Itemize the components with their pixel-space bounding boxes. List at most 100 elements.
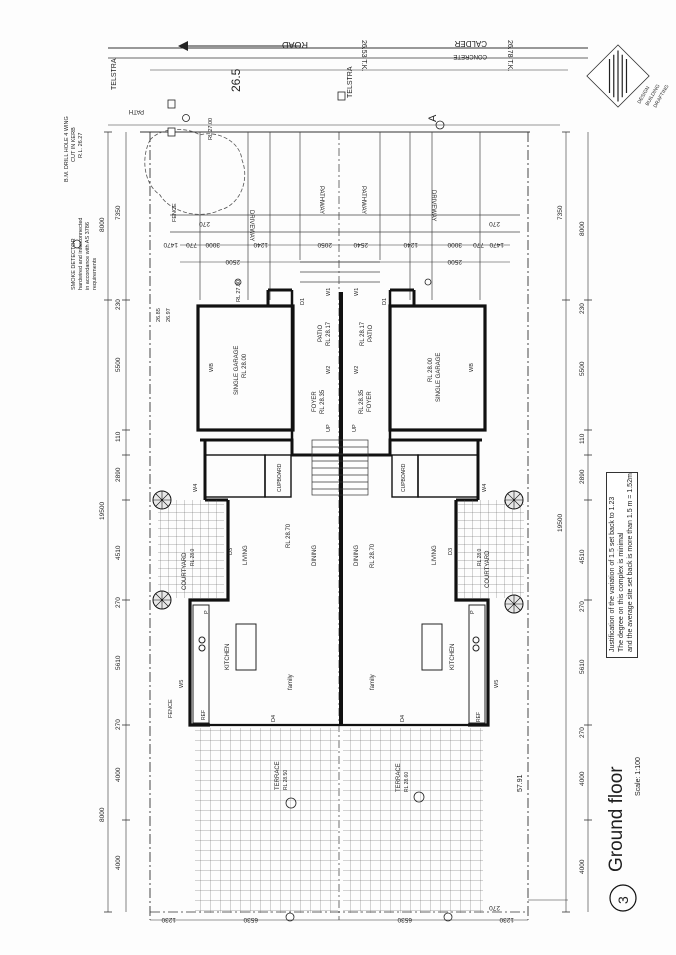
dim-left-9: 5610 bbox=[115, 655, 122, 670]
dim-left-2: 230 bbox=[115, 299, 122, 310]
street-labels: ROAD CALDER CONCRETE TELSTRA TELSTRA PAT… bbox=[111, 39, 513, 114]
right-unit-labels: SINGLE GARAGE RL 28.00 PATIO RL 28.17 FO… bbox=[354, 186, 491, 792]
dim-top-0: 3000 bbox=[205, 241, 220, 248]
right-foyer-rl: RL 28.35 bbox=[359, 389, 365, 414]
left-garage-rl: RL 28.00 bbox=[242, 353, 248, 378]
dim-bottom-3: 1230 bbox=[499, 916, 514, 923]
left-p-mark: P bbox=[204, 610, 210, 614]
left-driveway-label: DRIVEWAY bbox=[248, 210, 254, 241]
dim-bottom-1: 6530 bbox=[243, 916, 258, 923]
bm-note-line-2: CUT IN KERB bbox=[71, 127, 77, 162]
dim-left-13: 4000 bbox=[115, 855, 122, 870]
dim-5791-mark: 57.91 bbox=[517, 774, 524, 792]
dim-right-2: 230 bbox=[579, 303, 586, 314]
dim-right-0: 7350 bbox=[557, 205, 564, 220]
dim-left-8: 270 bbox=[115, 597, 122, 608]
rl-2685-mark: 26.85 bbox=[156, 308, 162, 322]
left-cupboard-label: CUPBOARD bbox=[277, 463, 283, 492]
bottom-dimension-numbers: 1230 6530 6530 1230 270 bbox=[161, 904, 514, 923]
right-patio-label: PATIO bbox=[368, 325, 374, 342]
right-terrace-label: TERRACE bbox=[396, 763, 402, 792]
dim-left-4: 110 bbox=[115, 431, 122, 442]
right-living-rl: RL 28.70 bbox=[370, 543, 376, 568]
left-up-mark: UP bbox=[326, 424, 332, 432]
right-garage-label: SINGLE GARAGE bbox=[436, 353, 442, 402]
left-w5-mark: W5 bbox=[179, 680, 185, 688]
dim-top-12: 270 bbox=[199, 220, 210, 227]
right-family-label: family bbox=[370, 674, 376, 690]
left-notes: B.M. DRILL HOLE 4 WING CUT IN KERB R.L. … bbox=[64, 116, 98, 290]
dim-right-11: 4000 bbox=[579, 771, 586, 786]
right-d4-mark: D4 bbox=[400, 715, 406, 722]
dim-left-1: 8000 bbox=[99, 217, 106, 232]
left-d4-mark: D4 bbox=[271, 715, 277, 722]
path-label: PATH bbox=[129, 108, 144, 114]
right-p-mark: P bbox=[470, 610, 476, 614]
left-living-label: LIVING bbox=[243, 545, 249, 565]
dim-top-8: 2500 bbox=[225, 258, 240, 265]
right-cupboard-label: CUPBOARD bbox=[401, 463, 407, 492]
concrete-label: CONCRETE bbox=[453, 53, 487, 59]
left-garage-label: SINGLE GARAGE bbox=[234, 346, 240, 395]
kitchen-fixtures bbox=[192, 604, 486, 724]
smoke-note-line-2: hardwired and interconnected bbox=[78, 218, 84, 290]
road-arrow bbox=[178, 41, 300, 51]
dim-right-7: 4510 bbox=[579, 549, 586, 564]
dim-right-10: 270 bbox=[579, 727, 586, 738]
right-wb-mark: WB bbox=[469, 363, 475, 372]
right-d1-mark: D1 bbox=[382, 298, 388, 305]
rl-2697-mark: 26.97 bbox=[166, 308, 172, 322]
shrubs bbox=[152, 490, 524, 614]
setback-note-line-3: and the average site set back is more th… bbox=[627, 473, 634, 652]
dim-bottom-2: 6530 bbox=[397, 916, 412, 923]
dim-top-3: 2540 bbox=[353, 241, 368, 248]
left-patio-label: PATIO bbox=[318, 325, 324, 342]
level-main-label: 26.5 bbox=[229, 68, 243, 92]
dim-bottom-0: 1230 bbox=[161, 916, 176, 923]
right-living-label: LIVING bbox=[432, 545, 438, 565]
top-dimension-numbers: 3000 1240 2050 2540 1240 3000 770 1470 2… bbox=[163, 220, 504, 265]
right-pathway-label: PATHWAY bbox=[360, 186, 366, 214]
left-w2-mark: W2 bbox=[326, 366, 332, 374]
smoke-note-line-1: SMOKE DETECTOR bbox=[71, 238, 77, 290]
dim-left-6: 19500 bbox=[99, 502, 106, 520]
left-terrace-rl: RL 28.50 bbox=[283, 770, 289, 790]
sheet-scale: Scale: 1:100 bbox=[635, 757, 642, 796]
driveway-strips bbox=[170, 132, 520, 300]
logo-text: DESIGN BUILDING DRAFTING bbox=[637, 83, 671, 109]
right-courtyard-paving bbox=[458, 500, 524, 598]
bm-note-line-3: R.L. 26.27 bbox=[78, 133, 84, 158]
firm-logo bbox=[586, 44, 650, 108]
level-right-2-label: 26.78 T.K. bbox=[506, 40, 513, 71]
right-w2-mark: W2 bbox=[354, 366, 360, 374]
left-courtyard-paving bbox=[158, 500, 224, 598]
dim-top-2: 2050 bbox=[317, 241, 332, 248]
dim-right-6: 19500 bbox=[557, 514, 564, 532]
right-w4-mark: W4 bbox=[482, 484, 488, 492]
telstra-left-label: TELSTRA bbox=[111, 58, 118, 90]
setback-note-line-2: The degree on this complex is minimal bbox=[618, 532, 625, 652]
left-dimension-numbers: 7350 8000 230 5500 110 2890 19500 4510 2… bbox=[99, 205, 122, 870]
smoke-note-line-4: requirements bbox=[92, 258, 98, 290]
title-block: 3 Ground floor Scale: 1:100 bbox=[606, 757, 642, 912]
dimension-lines bbox=[107, 132, 589, 921]
right-dimension-numbers: 7350 8000 230 5500 110 2890 19500 4510 2… bbox=[557, 205, 586, 874]
dim-right-5: 2890 bbox=[579, 469, 586, 484]
dim-left-11: 4000 bbox=[115, 767, 122, 782]
tree-canopy bbox=[144, 129, 246, 215]
dim-left-3: 5500 bbox=[115, 357, 122, 372]
right-terrace-rl: RL 28.60 bbox=[404, 772, 410, 792]
dimension-ticks bbox=[104, 131, 592, 913]
right-d3-mark: D3 bbox=[448, 548, 454, 555]
right-courtyard-rl: RL 28.0 bbox=[477, 548, 483, 566]
right-dining-label: DINING bbox=[354, 545, 360, 566]
left-dining-label: DINING bbox=[312, 545, 318, 566]
left-foyer-label: FOYER bbox=[312, 391, 318, 412]
calder-label: CALDER bbox=[454, 39, 487, 48]
dim-top-7: 1470 bbox=[163, 241, 178, 248]
dim-top-10: 770 bbox=[473, 241, 484, 248]
right-terrace-paving bbox=[343, 728, 483, 913]
right-ref-label: REF bbox=[476, 712, 482, 722]
